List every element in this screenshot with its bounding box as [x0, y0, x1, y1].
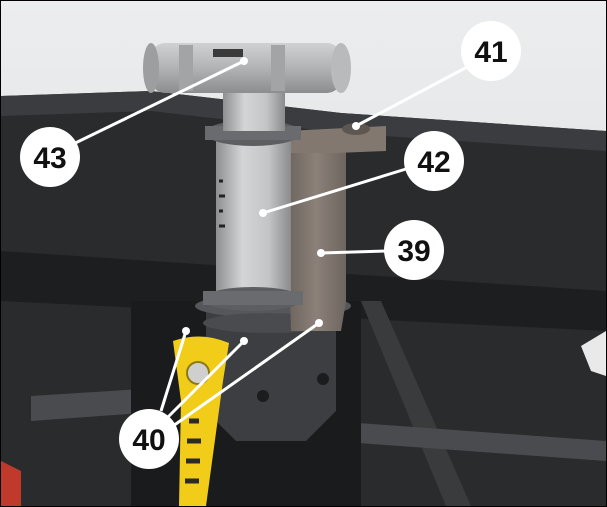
leader-dot-43 — [240, 57, 248, 65]
callout-42-circle — [404, 131, 464, 191]
tee-label — [213, 49, 243, 57]
tee-right-end — [331, 43, 351, 93]
callout-42-label: 42 — [417, 146, 450, 179]
frame-left-shelf — [31, 389, 141, 421]
callout-40: 40 — [119, 409, 179, 469]
leader-dot-40b — [240, 337, 248, 345]
leader-dot-41 — [352, 122, 360, 130]
tee-crossbar — [151, 43, 341, 93]
mount-block — [206, 301, 336, 441]
callout-41-label: 41 — [474, 36, 507, 69]
leader-41 — [355, 64, 470, 128]
callout-39-label: 39 — [397, 235, 430, 268]
mount-bolt-right — [317, 373, 329, 385]
callout-43-circle — [20, 127, 80, 187]
leader-40a — [159, 330, 188, 412]
leader-endpoints — [182, 57, 360, 345]
leader-42 — [262, 167, 407, 215]
tee-left-end — [143, 43, 159, 93]
leader-lines — [62, 59, 470, 428]
leader-40c — [172, 321, 320, 428]
callout-41: 41 — [461, 21, 521, 81]
frame-right-shelf — [331, 421, 606, 461]
callout-39: 39 — [384, 220, 444, 280]
leader-39 — [320, 249, 387, 255]
callout-43: 43 — [20, 127, 80, 187]
red-marker — [1, 461, 21, 506]
leader-dot-42 — [259, 209, 267, 217]
callout-40-circle — [119, 409, 179, 469]
leader-dot-39 — [317, 249, 325, 257]
tee-left-ring — [179, 45, 193, 91]
strap-eyelet — [186, 361, 210, 385]
frame-diagonal-strut — [361, 301, 471, 506]
leader-40b — [164, 339, 246, 421]
right-white-clip — [581, 331, 606, 376]
leader-dot-40c — [315, 319, 323, 327]
callout-39-circle — [384, 220, 444, 280]
callout-40-label: 40 — [132, 424, 165, 457]
leader-43 — [62, 59, 245, 151]
vertical-tube — [216, 136, 291, 306]
tube-markings — [219, 179, 225, 228]
callout-43-label: 43 — [33, 142, 66, 175]
callout-41-circle — [461, 21, 521, 81]
callout-42: 42 — [404, 131, 464, 191]
mount-bolt-left — [257, 390, 269, 402]
yellow-strap — [173, 336, 229, 506]
tee-right-ring — [271, 45, 285, 91]
strap-printing — [185, 418, 201, 484]
leader-dot-40a — [182, 327, 190, 335]
lower-clamp-band — [203, 291, 303, 305]
